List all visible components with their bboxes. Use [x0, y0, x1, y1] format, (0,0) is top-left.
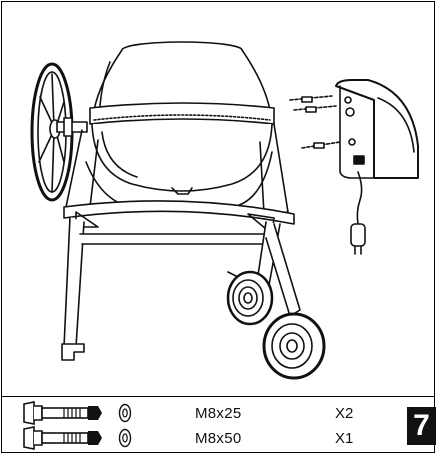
- motor-housing-icon: [335, 79, 419, 179]
- bolt-icon: [23, 401, 102, 425]
- bolt-size-label: M8x25: [195, 405, 242, 422]
- drum-icon: [89, 41, 275, 195]
- washer-icon: [118, 428, 132, 448]
- hardware-row: M8x50 X1: [2, 425, 434, 451]
- hardware-row: M8x25 X2: [2, 400, 434, 426]
- bolt-quantity-label: X1: [335, 430, 354, 447]
- bolt-icon: [23, 426, 102, 450]
- wheel-icon: [262, 312, 326, 380]
- bolt-size-label: M8x50: [195, 430, 242, 447]
- power-plug-icon: [350, 171, 366, 255]
- bolt-icon: [289, 95, 341, 149]
- wheel-icon: [226, 270, 274, 326]
- step-number-badge: 7: [407, 407, 436, 445]
- section-divider: [2, 396, 434, 397]
- washer-icon: [118, 403, 132, 423]
- bolt-quantity-label: X2: [335, 405, 354, 422]
- stand-foot-icon: [61, 343, 85, 361]
- cement-mixer-illustration: [30, 41, 419, 380]
